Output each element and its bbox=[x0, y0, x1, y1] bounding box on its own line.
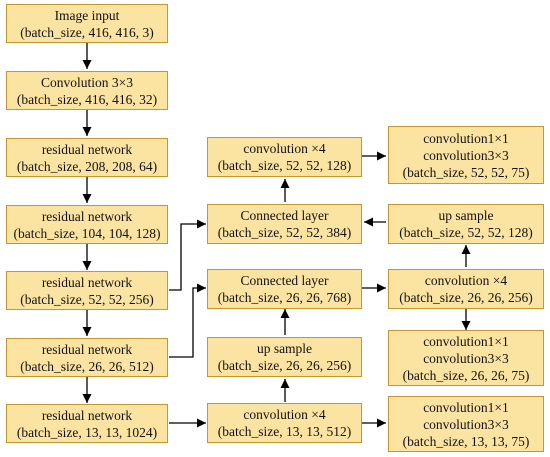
connected-layer-26-box: Connected layer (batch_size, 26, 26, 768… bbox=[207, 269, 362, 309]
box-title: residual network bbox=[41, 407, 133, 423]
arrow-res4-to-connected26 bbox=[169, 283, 206, 358]
convolution-3x3-box: Convolution 3×3 (batch_size, 416, 416, 3… bbox=[6, 71, 168, 110]
box-title: convolution ×4 bbox=[424, 273, 508, 288]
residual-network-26-box: residual network (batch_size, 26, 26, 51… bbox=[6, 338, 168, 377]
box-shape: (batch_size, 52, 52, 384) bbox=[217, 225, 352, 240]
residual-network-52-box: residual network (batch_size, 52, 52, 25… bbox=[6, 271, 168, 310]
box-shape: (batch_size, 13, 13, 512) bbox=[217, 424, 352, 439]
output-26-box: convolution1×1 convolution3×3 (batch_siz… bbox=[388, 330, 544, 386]
box-shape: (batch_size, 26, 26, 75) bbox=[402, 367, 530, 383]
connected-layer-52-box: Connected layer (batch_size, 52, 52, 384… bbox=[207, 204, 362, 244]
box-shape: (batch_size, 26, 26, 256) bbox=[399, 290, 533, 305]
box-line1: convolution1×1 bbox=[423, 399, 509, 415]
box-shape: (batch_size, 52, 52, 128) bbox=[217, 158, 352, 173]
box-title: residual network bbox=[41, 141, 133, 157]
box-title: convolution ×4 bbox=[243, 141, 326, 156]
box-title: Connected layer bbox=[240, 273, 329, 288]
box-shape: (batch_size, 208, 208, 64) bbox=[16, 158, 158, 174]
box-shape: (batch_size, 416, 416, 3) bbox=[20, 24, 154, 40]
box-shape: (batch_size, 52, 52, 128) bbox=[399, 225, 533, 240]
box-shape: (batch_size, 104, 104, 128) bbox=[13, 225, 161, 241]
convolution-x4-13-box: convolution ×4 (batch_size, 13, 13, 512) bbox=[207, 403, 362, 443]
convolution-x4-52-box: convolution ×4 (batch_size, 52, 52, 128) bbox=[207, 137, 362, 177]
box-shape: (batch_size, 26, 26, 768) bbox=[217, 290, 352, 305]
box-line1: convolution1×1 bbox=[423, 130, 509, 146]
box-shape: (batch_size, 13, 13, 1024) bbox=[16, 424, 158, 440]
box-shape: (batch_size, 26, 26, 512) bbox=[20, 358, 154, 374]
up-sample-52-box: up sample (batch_size, 52, 52, 128) bbox=[388, 204, 544, 244]
box-title: up sample bbox=[256, 341, 313, 356]
box-shape: (batch_size, 13, 13, 75) bbox=[402, 433, 530, 449]
box-line2: convolution3×3 bbox=[423, 350, 509, 366]
box-title: Convolution 3×3 bbox=[41, 74, 133, 90]
box-title: residual network bbox=[41, 274, 133, 290]
residual-network-13-box: residual network (batch_size, 13, 13, 10… bbox=[6, 404, 168, 443]
box-shape: (batch_size, 416, 416, 32) bbox=[16, 91, 158, 107]
convolution-x4-26-box: convolution ×4 (batch_size, 26, 26, 256) bbox=[388, 269, 544, 309]
box-title: residual network bbox=[41, 341, 133, 357]
box-title: convolution ×4 bbox=[243, 407, 326, 422]
arrow-res3-to-connected52 bbox=[169, 219, 206, 291]
residual-network-208-box: residual network (batch_size, 208, 208, … bbox=[6, 138, 168, 177]
box-line2: convolution3×3 bbox=[423, 147, 509, 163]
box-shape: (batch_size, 52, 52, 256) bbox=[20, 291, 154, 307]
box-title: Image input bbox=[54, 7, 120, 23]
image-input-box: Image input (batch_size, 416, 416, 3) bbox=[6, 4, 168, 43]
box-title: residual network bbox=[41, 208, 133, 224]
box-shape: (batch_size, 26, 26, 256) bbox=[217, 358, 352, 373]
box-line1: convolution1×1 bbox=[423, 333, 509, 349]
box-line2: convolution3×3 bbox=[423, 416, 509, 432]
box-title: up sample bbox=[438, 208, 494, 223]
up-sample-26-box: up sample (batch_size, 26, 26, 256) bbox=[207, 337, 362, 377]
residual-network-104-box: residual network (batch_size, 104, 104, … bbox=[6, 205, 168, 244]
output-52-box: convolution1×1 convolution3×3 (batch_siz… bbox=[388, 126, 544, 184]
box-title: Connected layer bbox=[240, 208, 329, 223]
box-shape: (batch_size, 52, 52, 75) bbox=[402, 164, 530, 180]
output-13-box: convolution1×1 convolution3×3 (batch_siz… bbox=[388, 396, 544, 452]
